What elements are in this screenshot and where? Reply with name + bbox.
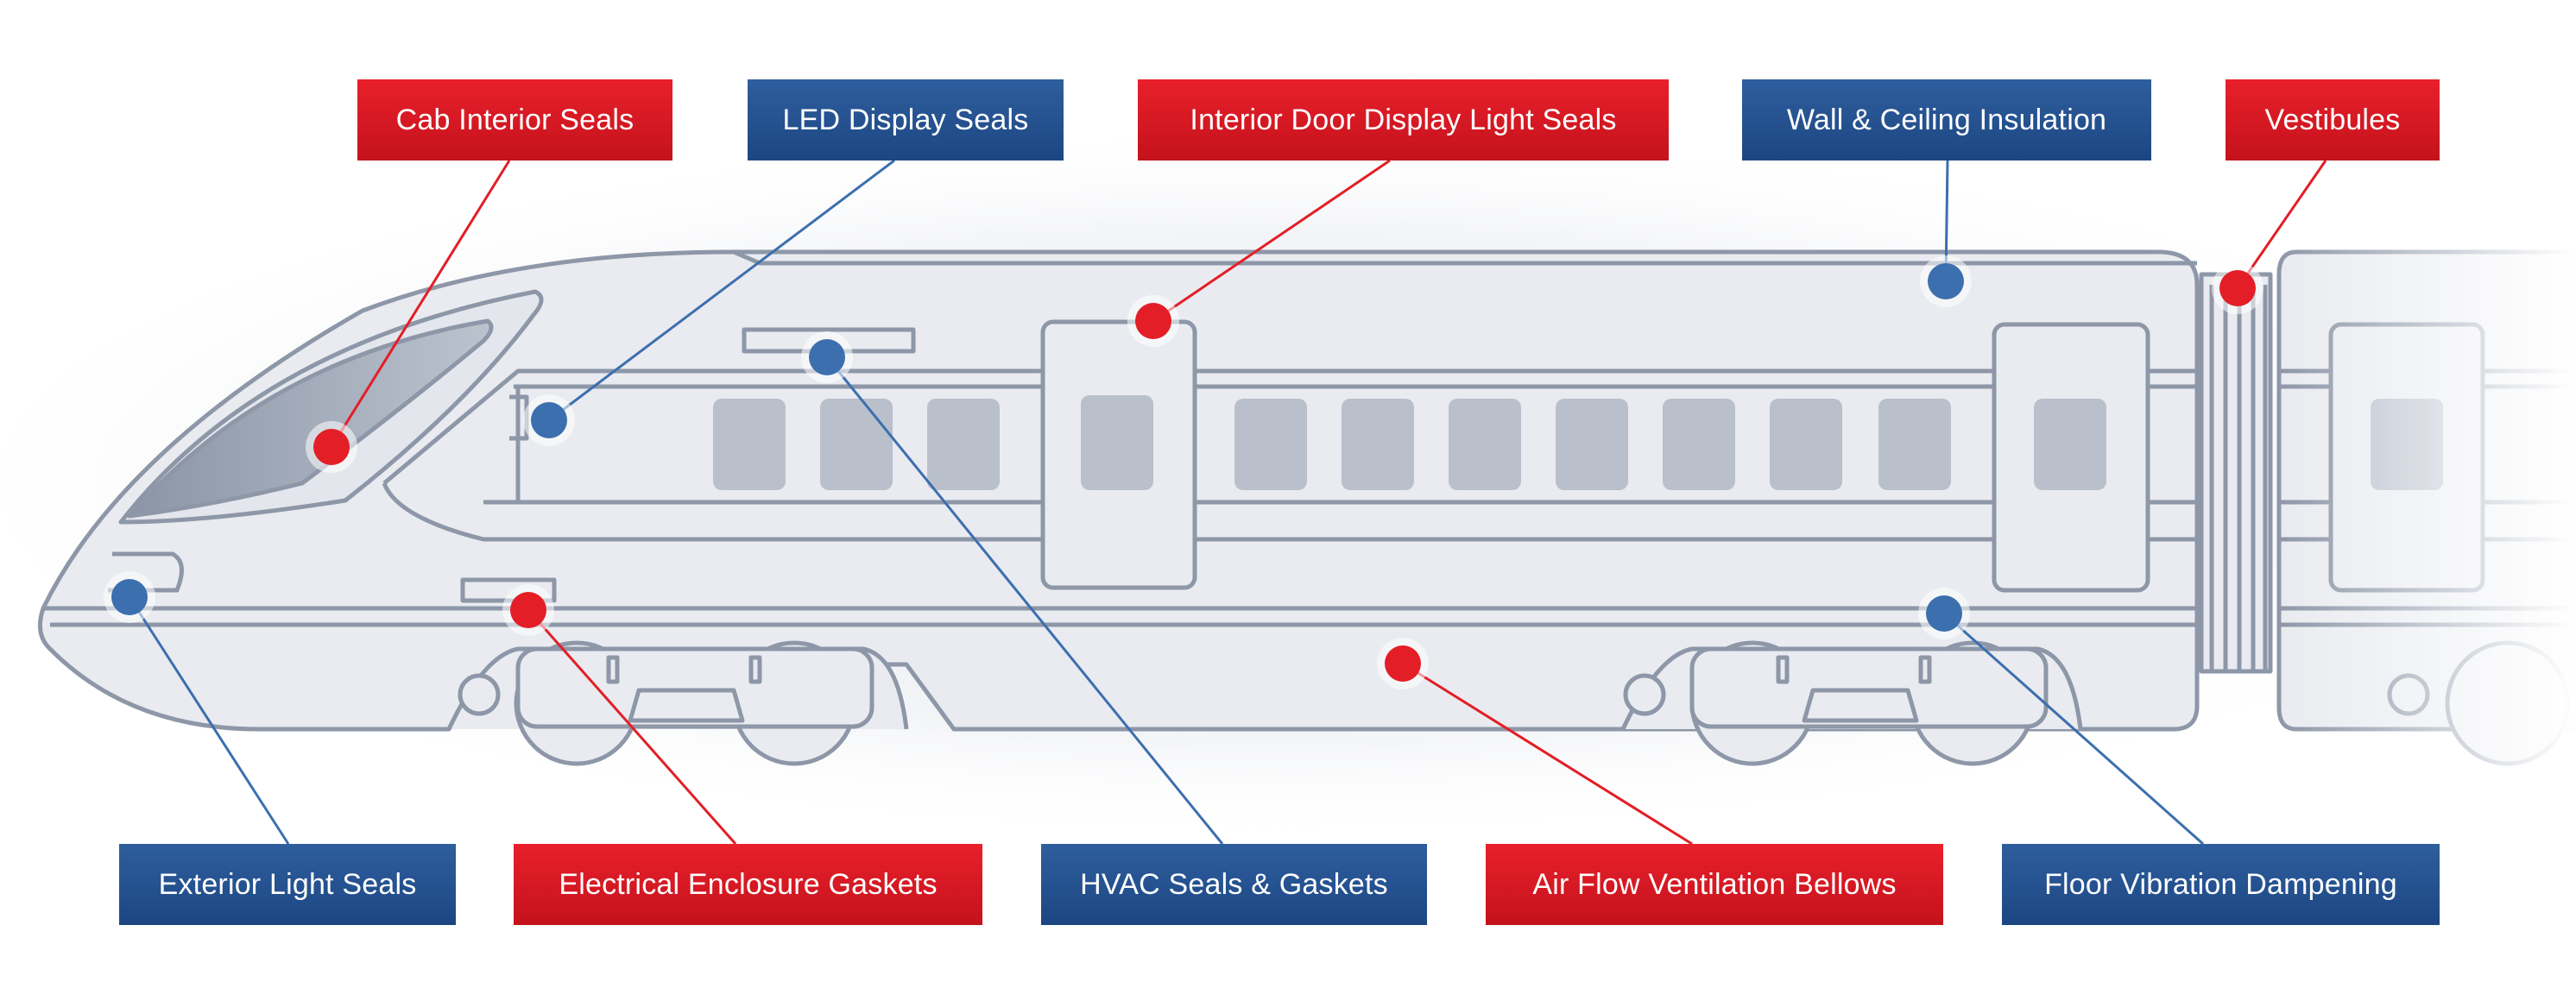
- interior-door-display-light-seals-label: Interior Door Display Light Seals: [1190, 103, 1617, 136]
- air-flow-ventilation-bellows-leader-line: [1402, 662, 1693, 846]
- right-fade: [2279, 207, 2576, 777]
- hvac-seals-gaskets-marker[interactable]: [809, 339, 845, 375]
- floor-vibration-dampening-callout[interactable]: Floor Vibration Dampening: [2002, 844, 2440, 925]
- rear-bogie: [1620, 640, 2083, 766]
- cab-interior-seals-marker[interactable]: [313, 429, 350, 465]
- led-display-seals-callout[interactable]: LED Display Seals: [748, 79, 1064, 160]
- exterior-light-seals-leader-line: [128, 596, 290, 845]
- electrical-enclosure-gaskets-marker[interactable]: [510, 592, 546, 628]
- cab-interior-seals-label: Cab Interior Seals: [395, 103, 635, 136]
- air-flow-ventilation-bellows-callout[interactable]: Air Flow Ventilation Bellows: [1486, 844, 1943, 925]
- air-flow-ventilation-bellows-marker[interactable]: [1385, 645, 1421, 682]
- cab-interior-seals-leader-line: [330, 160, 511, 448]
- vestibules-callout[interactable]: Vestibules: [2226, 79, 2440, 160]
- wall-ceiling-insulation-label: Wall & Ceiling Insulation: [1786, 103, 2107, 136]
- wall-ceiling-insulation-callout[interactable]: Wall & Ceiling Insulation: [1742, 79, 2151, 160]
- exterior-light-seals-label: Exterior Light Seals: [158, 867, 417, 901]
- cab-interior-seals-callout[interactable]: Cab Interior Seals: [357, 79, 672, 160]
- hvac-seals-gaskets-leader-line: [825, 356, 1224, 845]
- electrical-enclosure-gaskets-label: Electrical Enclosure Gaskets: [559, 867, 938, 901]
- led-display-seals-label: LED Display Seals: [782, 103, 1029, 136]
- hvac-seals-gaskets-callout[interactable]: HVAC Seals & Gaskets: [1041, 844, 1427, 925]
- leader-lines: [104, 159, 2327, 846]
- electrical-enclosure-gaskets-callout[interactable]: Electrical Enclosure Gaskets: [514, 844, 982, 925]
- interior-door-display-light-seals-marker[interactable]: [1135, 303, 1171, 339]
- interior-door-display-light-seals-leader-line: [1152, 159, 1391, 323]
- air-flow-ventilation-bellows-label: Air Flow Ventilation Bellows: [1532, 867, 1897, 901]
- vestibules-label: Vestibules: [2264, 103, 2401, 136]
- exterior-light-seals-marker[interactable]: [111, 579, 148, 615]
- floor-vibration-dampening-marker[interactable]: [1926, 595, 1962, 632]
- exterior-light-seals-callout[interactable]: Exterior Light Seals: [119, 844, 456, 925]
- wall-ceiling-insulation-marker[interactable]: [1928, 263, 1964, 299]
- led-display-seals-leader-line: [548, 159, 895, 422]
- train-body: [37, 249, 2576, 766]
- floor-vibration-dampening-label: Floor Vibration Dampening: [2044, 867, 2397, 901]
- vestibules-marker[interactable]: [2219, 270, 2256, 306]
- front-bogie: [446, 640, 909, 766]
- interior-door-display-light-seals-callout[interactable]: Interior Door Display Light Seals: [1138, 79, 1669, 160]
- electrical-enclosure-gaskets-leader-line: [527, 609, 737, 845]
- hvac-seals-gaskets-label: HVAC Seals & Gaskets: [1080, 867, 1388, 901]
- led-display-seals-marker[interactable]: [531, 402, 567, 438]
- windows: [713, 395, 2443, 490]
- floor-vibration-dampening-leader-line: [1943, 612, 2204, 846]
